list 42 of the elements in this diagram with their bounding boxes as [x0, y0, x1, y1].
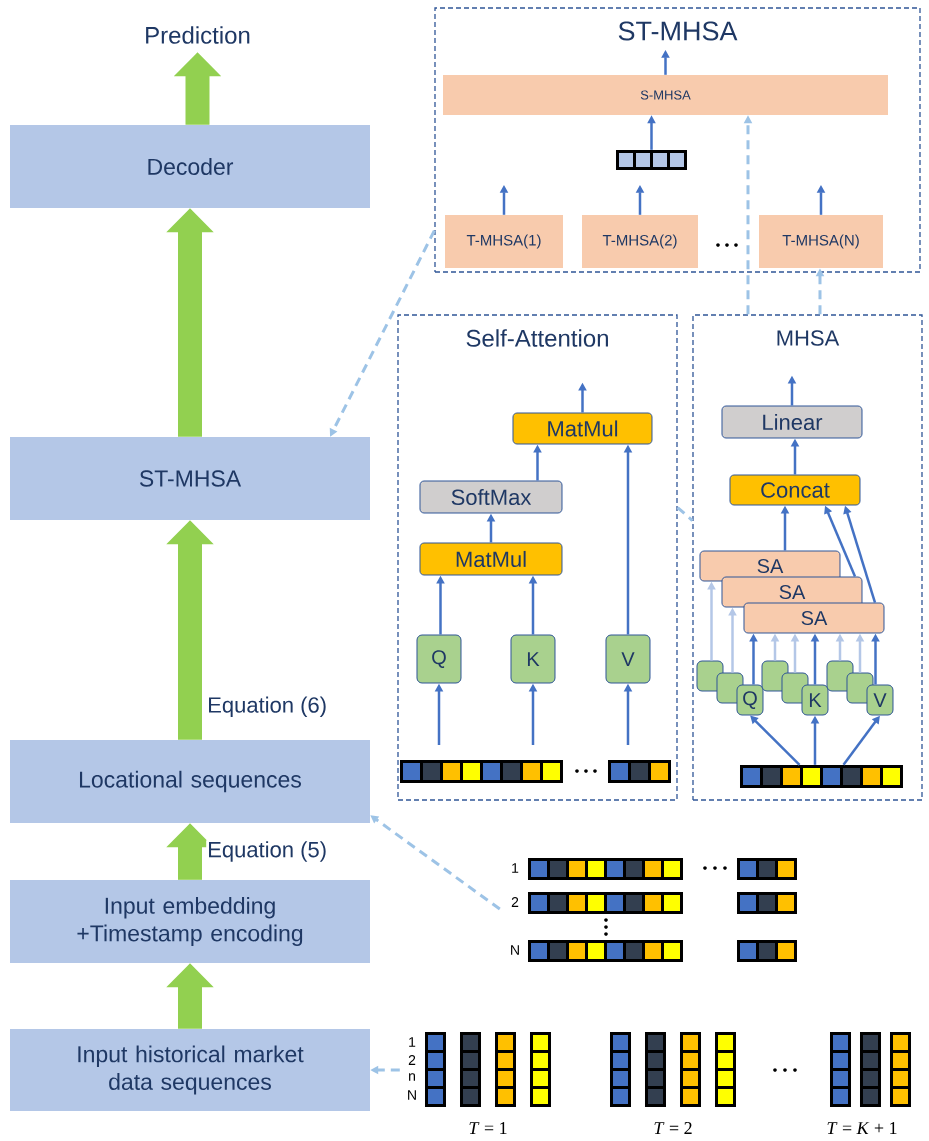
edge-label: Equation (5): [206, 840, 329, 863]
output-label: Prediction: [146, 26, 250, 44]
block-box: Input embedding +Timestamp encoding: [10, 880, 370, 963]
block-box: ST-MHSA: [10, 437, 370, 520]
sequence-drawing: [425, 1032, 911, 1107]
vector-drawing: [616, 150, 687, 170]
edge-label: Equation (6): [206, 695, 329, 719]
attention-box: SA: [743, 602, 885, 634]
projection-box: V: [605, 634, 651, 684]
operation-box: Linear: [721, 405, 863, 439]
row-number: N: [408, 1090, 416, 1100]
projection-box: K: [801, 684, 829, 716]
row-number: n: [409, 1073, 415, 1081]
projection-box: Q: [736, 684, 764, 716]
operation-box: MatMul: [512, 412, 653, 445]
block-box: Decoder: [10, 125, 370, 208]
panel-title: MHSA: [777, 330, 840, 346]
token-sequence-drawing: [740, 765, 903, 788]
attention-box: T-MHSA(1): [445, 215, 563, 268]
row-number: 2: [408, 1055, 416, 1065]
panel-title: Self-Attention: [466, 329, 608, 347]
operation-box: SoftMax: [419, 480, 563, 514]
block-box: Locational sequences: [10, 740, 370, 823]
time-step-label: T = 1: [469, 1122, 507, 1134]
attention-box: T-MHSA(2): [582, 215, 698, 268]
sequence-drawing: [528, 858, 797, 962]
attention-box: S-MHSA: [443, 75, 888, 115]
connector-line: [676, 506, 694, 522]
operation-box: Concat: [729, 474, 861, 506]
row-number: N: [511, 945, 519, 955]
row-number: 2: [511, 897, 519, 907]
time-step-label: T = K + 1: [827, 1122, 897, 1134]
block-box: Input historical market data sequences: [10, 1029, 370, 1111]
panel-title: ST-MHSA: [618, 21, 738, 41]
operation-box: MatMul: [419, 542, 563, 576]
attention-box: T-MHSA(N): [759, 215, 883, 268]
projection-box: K: [510, 634, 556, 684]
projection-box: V: [866, 684, 894, 716]
row-number: 1: [409, 1037, 416, 1047]
row-number: 1: [512, 863, 519, 873]
time-step-label: T = 2: [654, 1122, 692, 1134]
projection-box: Q: [416, 634, 462, 684]
